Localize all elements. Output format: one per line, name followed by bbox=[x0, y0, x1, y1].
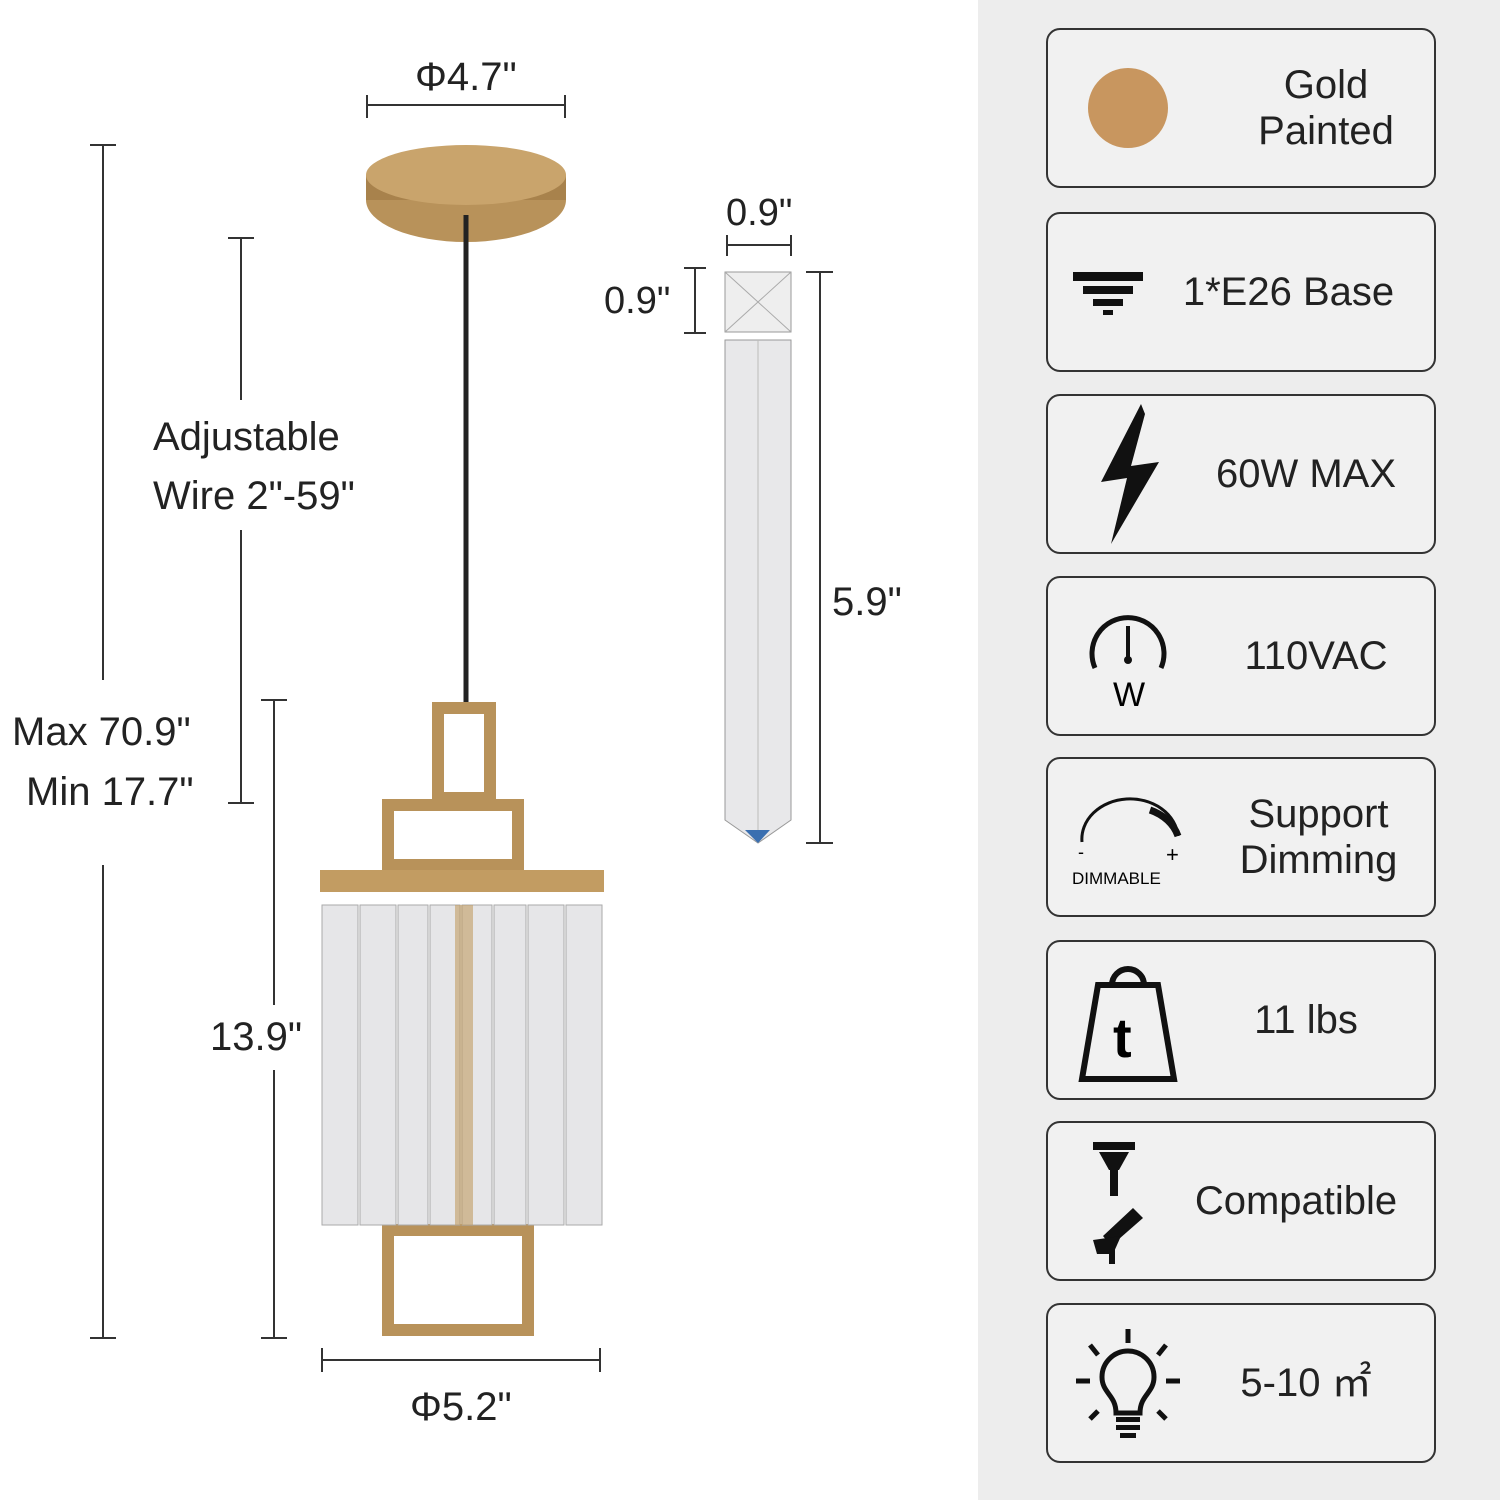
spec-card-wattage: 60W MAX bbox=[1046, 394, 1436, 554]
icon-label: + bbox=[1166, 842, 1179, 867]
bulb-base-icon bbox=[1048, 227, 1168, 357]
canopy-diameter-label: Φ4.7" bbox=[415, 55, 517, 99]
spec-card-coverage: 5-10 ㎡ bbox=[1046, 1303, 1436, 1463]
spec-text: 1*E26 Base bbox=[1182, 270, 1395, 314]
adjustable-wire-range: Wire 2"-59" bbox=[153, 474, 355, 518]
light-bulb-icon bbox=[1068, 1318, 1188, 1448]
spec-card-mount: Compatible bbox=[1046, 1121, 1436, 1281]
max-height-label: Max 70.9" bbox=[12, 710, 191, 754]
pendant-light-illustration bbox=[320, 145, 604, 1336]
icon-label: t bbox=[1113, 1006, 1132, 1069]
ceiling-mount-icon bbox=[1058, 1136, 1178, 1266]
weight-icon: t bbox=[1068, 955, 1188, 1085]
dimension-lines bbox=[90, 95, 833, 1372]
icon-label: - bbox=[1078, 842, 1084, 862]
spec-text: 5-10 ㎡ bbox=[1240, 1361, 1372, 1405]
spec-text: Dimming bbox=[1239, 838, 1398, 882]
spec-text: 11 lbs bbox=[1254, 998, 1358, 1042]
color-swatch-icon bbox=[1068, 43, 1188, 173]
spec-text: Gold bbox=[1283, 63, 1369, 107]
shade-diameter-label: Φ5.2" bbox=[410, 1385, 512, 1429]
crystal-prism-illustration bbox=[724, 271, 792, 844]
spec-text: Support bbox=[1248, 792, 1389, 836]
spec-card-weight: t 11 lbs bbox=[1046, 940, 1436, 1100]
product-drawing bbox=[90, 95, 833, 1372]
min-height-label: Min 17.7" bbox=[26, 770, 194, 814]
crystal-depth-label: 0.9" bbox=[604, 280, 671, 322]
crystal-length-label: 5.9" bbox=[832, 580, 902, 624]
icon-label: W bbox=[1113, 676, 1145, 714]
icon-label: DIMMABLE bbox=[1072, 869, 1161, 888]
voltage-gauge-icon: W bbox=[1068, 591, 1188, 721]
spec-text: Painted bbox=[1258, 109, 1394, 153]
spec-text: Compatible bbox=[1194, 1179, 1398, 1223]
spec-text: 110VAC bbox=[1244, 634, 1388, 678]
spec-card-voltage: W 110VAC bbox=[1046, 576, 1436, 736]
spec-card-base: 1*E26 Base bbox=[1046, 212, 1436, 372]
adjustable-wire-label: Adjustable bbox=[153, 415, 340, 459]
spec-text: 60W MAX bbox=[1215, 452, 1397, 496]
dimmer-icon: - + DIMMABLE bbox=[1068, 772, 1198, 902]
lightning-icon bbox=[1068, 404, 1188, 544]
body-height-label: 13.9" bbox=[210, 1015, 303, 1059]
crystal-width-label: 0.9" bbox=[726, 192, 793, 234]
